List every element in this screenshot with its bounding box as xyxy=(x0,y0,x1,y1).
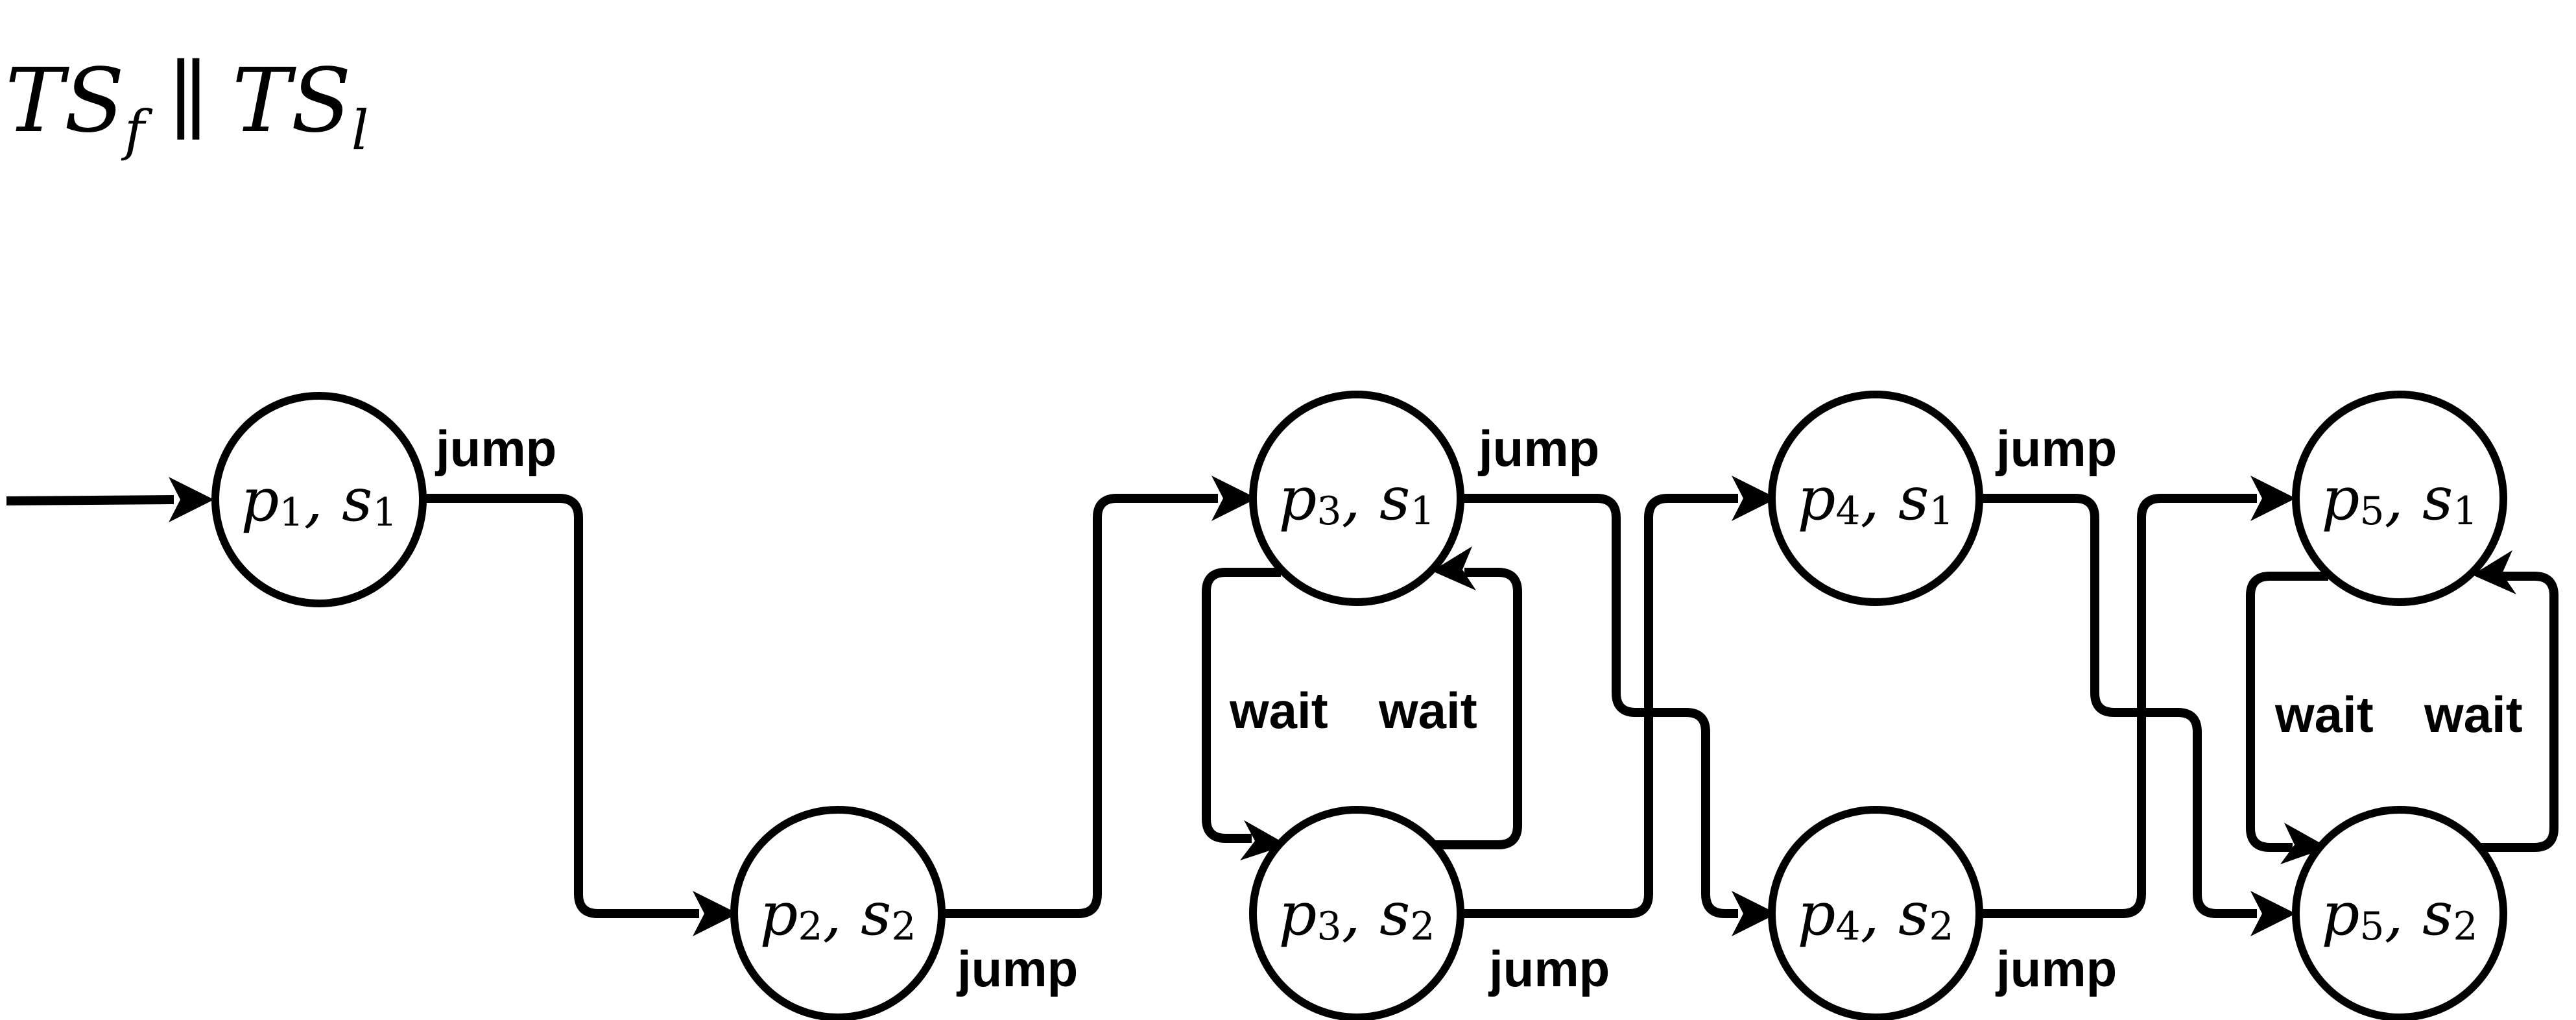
node-label: p3, s2 xyxy=(1279,879,1435,950)
node-layer: p1, s1 p2, s2 p3, s1 p3, s2 p4, s1 p4, s… xyxy=(211,391,2507,1020)
state-node-p5s2: p5, s2 xyxy=(2292,806,2507,1020)
diagram-title: TSf∥TSl xyxy=(5,57,369,158)
node-label: p4, s1 xyxy=(1798,464,1954,535)
edge-p3s2-to-p3s1-wait xyxy=(1435,568,1522,849)
node-label: p1, s1 xyxy=(241,465,398,536)
edge-label-p3s2-to-p3s1: wait xyxy=(1378,682,1477,739)
edge-p5s2-to-p5s1-wait xyxy=(2476,572,2558,852)
node-label: p5, s1 xyxy=(2322,464,2478,535)
arrowhead-p3s1-to-p3s2 xyxy=(1240,820,1287,860)
node-circle xyxy=(1249,806,1464,1020)
arrowhead-p2s2-to-p3s1 xyxy=(1211,476,1257,521)
state-node-p4s1: p4, s1 xyxy=(1768,391,1983,606)
node-circle xyxy=(2292,391,2507,606)
edge-p4s1-to-p5s2 xyxy=(1981,494,2257,918)
edge-label-p4s2-to-p5s1: jump xyxy=(1995,940,2117,997)
edge-label-p4s1-to-p5s2: jump xyxy=(1995,420,2117,477)
edge-label-p5s1-to-p5s2: wait xyxy=(2274,686,2374,743)
edge-label-p1s1-to-p2s2: jump xyxy=(435,420,556,477)
node-label: p4, s2 xyxy=(1798,879,1954,950)
node-circle xyxy=(1249,391,1464,606)
edge-label-p5s2-to-p5s1: wait xyxy=(2424,686,2523,743)
title-parallel-symbol: ∥ xyxy=(167,50,209,152)
edge-p3s1-to-p4s2 xyxy=(1462,494,1738,918)
arrowhead-p5s2-to-p5s1 xyxy=(2472,550,2516,594)
arrowhead-p1s1-to-p2s2 xyxy=(693,891,738,936)
arrowhead-p4s1-to-p5s2 xyxy=(2250,891,2296,936)
node-circle xyxy=(2292,806,2507,1020)
node-label: p3, s1 xyxy=(1279,464,1435,535)
arrowhead-p5s1-to-p5s2 xyxy=(2280,823,2328,864)
edge-label-p3s2-to-p4s1: jump xyxy=(1488,940,1610,997)
state-node-p1s1: p1, s1 xyxy=(211,392,427,607)
edge-layer xyxy=(6,494,2558,918)
node-label: p5, s2 xyxy=(2322,879,2478,950)
arrowhead-start-to-p1s1 xyxy=(169,477,214,522)
edge-p3s2-to-p4s1 xyxy=(1462,494,1738,918)
node-circle xyxy=(1768,391,1983,606)
node-circle xyxy=(730,806,946,1020)
node-label: p2, s2 xyxy=(760,879,916,950)
edge-p3s1-to-p3s2-wait xyxy=(1202,568,1281,843)
arrowhead-p4s2-to-p5s1 xyxy=(2250,476,2296,521)
edge-p4s2-to-p5s1 xyxy=(1981,494,2257,918)
edge-label-p2s2-to-p3s1: jump xyxy=(956,940,1078,997)
node-circle xyxy=(211,392,427,607)
edge-label-p3s1-to-p3s2: wait xyxy=(1229,682,1328,739)
state-node-p2s2: p2, s2 xyxy=(730,806,946,1020)
edge-label-layer: jump jump wait wait jump jump jump jump … xyxy=(435,420,2523,997)
arrowhead-p3s1-to-p4s2 xyxy=(1732,891,1777,936)
edge-start-to-p1s1 xyxy=(6,495,174,505)
state-node-p3s2: p3, s2 xyxy=(1249,806,1464,1020)
arrowhead-layer xyxy=(169,476,2516,936)
node-circle xyxy=(1768,806,1983,1020)
edge-p1s1-to-p2s2 xyxy=(425,494,699,918)
state-node-p3s1: p3, s1 xyxy=(1249,391,1464,606)
state-node-p4s2: p4, s2 xyxy=(1768,806,1983,1020)
arrowhead-p3s2-to-p4s1 xyxy=(1732,476,1777,521)
edge-label-p3s1-to-p4s2: jump xyxy=(1477,420,1599,477)
state-node-p5s1: p5, s1 xyxy=(2292,391,2507,606)
arrowhead-p3s2-to-p3s1 xyxy=(1432,546,1476,590)
edge-p5s1-to-p5s2-wait xyxy=(2246,572,2328,852)
title-ts-l: TSl xyxy=(232,50,369,162)
edge-p2s2-to-p3s1 xyxy=(944,494,1218,918)
title-ts-f: TSf xyxy=(5,50,145,162)
